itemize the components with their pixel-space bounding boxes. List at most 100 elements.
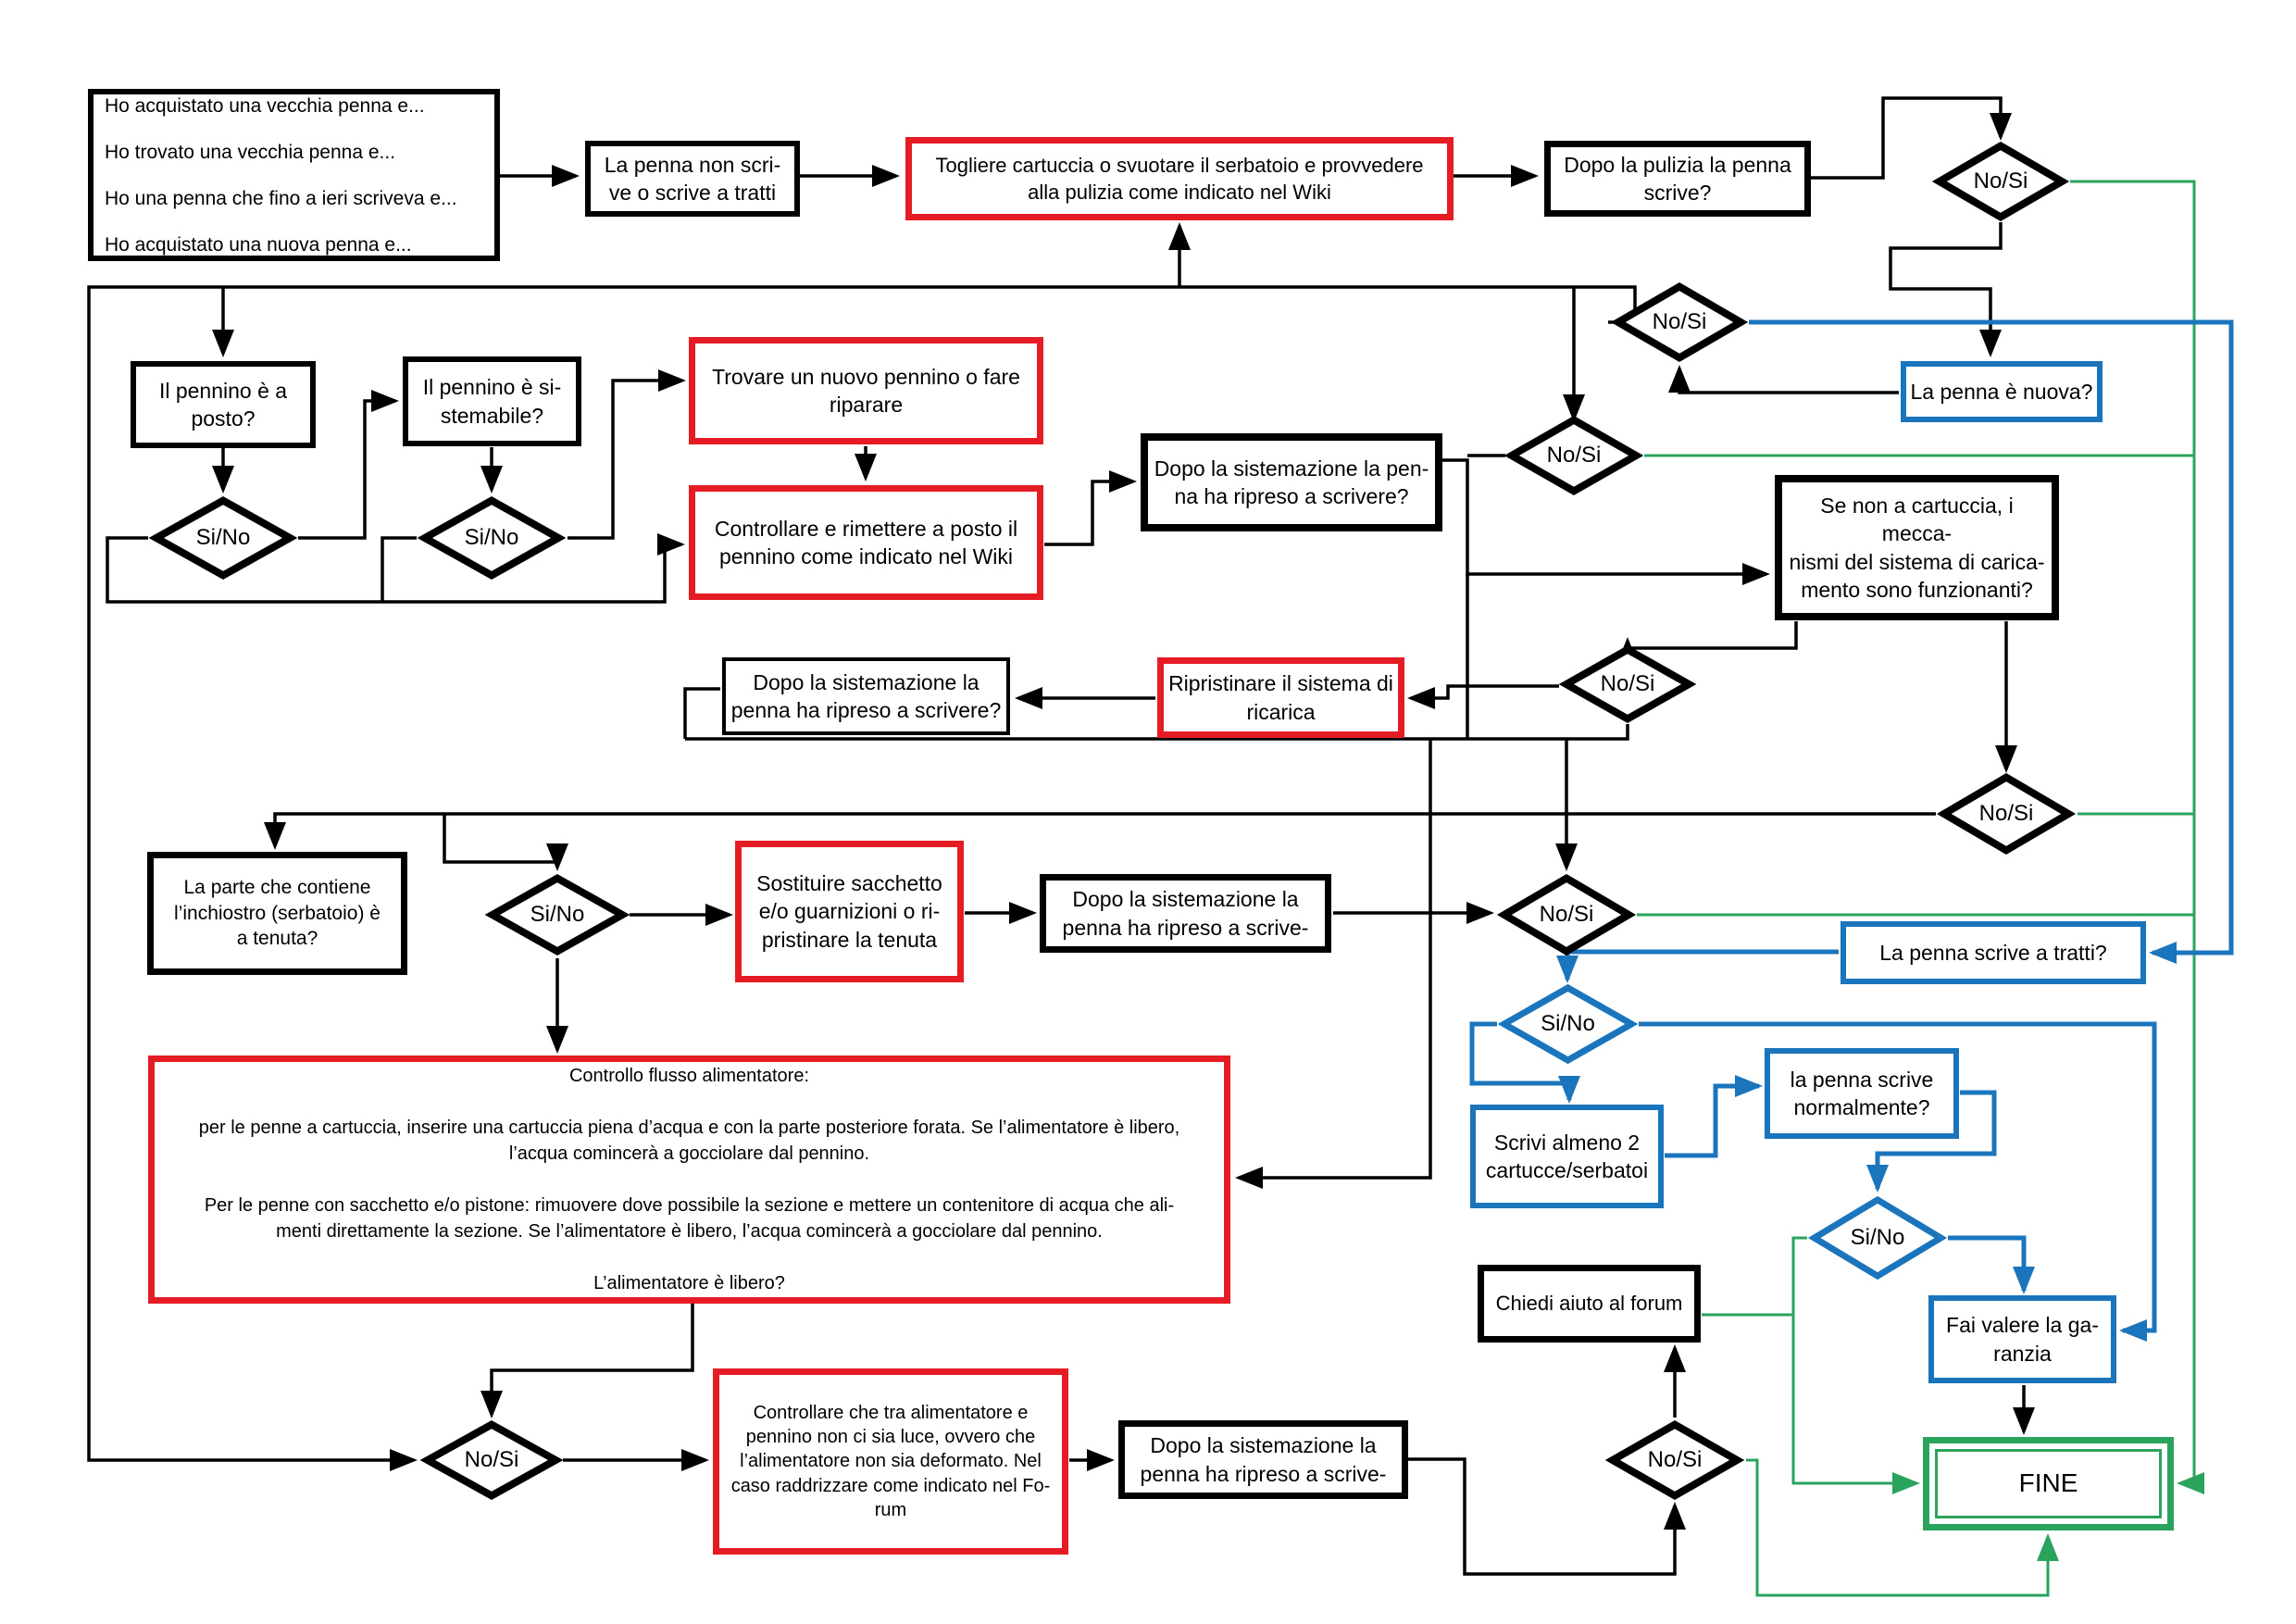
node-clean-pen: Togliere cartuccia o svuotare il serbato… <box>905 137 1454 220</box>
node-claim-warranty: Fai valere la ga- ranzia <box>1928 1295 2116 1383</box>
node-fine-end: FINE <box>1923 1437 2174 1530</box>
node-dec-intermittent: Si/No <box>1497 983 1639 1065</box>
node-label: Sostituire sacchetto e/o guarnizioni o r… <box>756 870 942 952</box>
node-dec-pen-new: No/Si <box>1610 281 1749 363</box>
node-after-restore-writes: Dopo la sistemazione la penna ha ripreso… <box>722 657 1010 735</box>
diamond-shape <box>419 1420 564 1500</box>
node-label: Si/No <box>1850 1225 1905 1251</box>
node-pen-is-new: La penna è nuova? <box>1901 361 2103 422</box>
edge-branch-to-decreservoir <box>443 814 568 871</box>
node-dec-after-cleaning: No/Si <box>1931 141 2070 222</box>
diamond-shape <box>1496 873 1637 956</box>
node-write-two-cartridges: Scrivi almeno 2 cartucce/serbatoi <box>1470 1105 1664 1208</box>
node-label: Ho acquistato una vecchia penna e... Ho … <box>105 94 457 256</box>
node-filling-mechanisms: Se non a cartuccia, i mecca- nismi del s… <box>1775 475 2059 620</box>
diamond-shape <box>1497 983 1639 1065</box>
node-reservoir-tight: La parte che contiene l’inchiostro (serb… <box>147 852 407 975</box>
node-after-feed-writes: Dopo la sistemazione la penna ha ripreso… <box>1118 1420 1408 1499</box>
edge-decfixable-to-newnib <box>568 369 686 540</box>
edge-decfixable-merge <box>381 536 417 602</box>
node-label: No/Si <box>464 1447 519 1473</box>
node-nib-fixable: Il pennino è si- stemabile? <box>403 356 581 446</box>
node-label: Trovare un nuovo pennino o fare riparare <box>712 364 1020 417</box>
diamond-shape <box>1504 415 1644 496</box>
node-check-feed-light: Controllare che tra alimentatore e penni… <box>713 1368 1068 1555</box>
node-dec-feed-free: No/Si <box>419 1419 564 1501</box>
node-label: No/Si <box>1978 801 2034 827</box>
node-fix-nib: Controllare e rimettere a posto il penni… <box>689 485 1043 600</box>
node-label: Fai valere la ga- ranzia <box>1946 1313 2099 1366</box>
node-label: FINE <box>2018 1468 2078 1498</box>
node-writes-normally: la penna scrive normalmente? <box>1765 1048 1959 1139</box>
node-label: Chiedi aiuto al forum <box>1495 1292 1683 1316</box>
node-label: No/Si <box>1652 309 1707 335</box>
node-after-cleaning-writes: Dopo la pulizia la penna scrive? <box>1544 141 1811 217</box>
node-label: Ripristinare il sistema di ricarica <box>1168 671 1393 724</box>
edge-afterrestore-down <box>683 687 720 739</box>
node-start-cases: Ho acquistato una vecchia penna e... Ho … <box>88 89 500 261</box>
edge-decrestore-to-restore <box>1407 684 1559 709</box>
node-label: La penna è nuova? <box>1910 379 2093 404</box>
edge-write2-to-normal <box>1665 1075 1763 1158</box>
node-dec-after-seal: No/Si <box>1496 873 1637 956</box>
node-label: Dopo la sistemazione la penna ha ripreso… <box>730 669 1002 722</box>
node-label: Si/No <box>530 902 585 928</box>
node-label: Il pennino è a posto? <box>158 378 288 431</box>
node-label: Controllare che tra alimentatore e penni… <box>730 1402 1051 1521</box>
node-feed-flow-check: Controllo flusso alimentatore: per le pe… <box>148 1056 1230 1304</box>
node-label: Si/No <box>464 525 519 551</box>
diamond-shape <box>1931 141 2070 222</box>
node-restore-filling-system: Ripristinare il sistema di ricarica <box>1157 657 1404 738</box>
node-label: La penna non scri- ve o scrive a tratti <box>604 152 781 205</box>
edge-pennew-to-decpennew <box>1668 365 1899 394</box>
node-dec-after-fix: No/Si <box>1504 415 1644 496</box>
diamond-shape <box>1610 281 1749 363</box>
node-label: No/Si <box>1546 443 1602 468</box>
node-label: Controllare e rimettere a posto il penni… <box>714 516 1018 568</box>
diamond-shape <box>417 496 567 580</box>
node-label: Dopo la sistemazione la pen- na ha ripre… <box>1154 456 1429 508</box>
node-dec-reservoir: Si/No <box>484 873 630 956</box>
node-label: Scrivi almeno 2 cartucce/serbatoi <box>1485 1130 1649 1182</box>
node-after-fix-writes: Dopo la sistemazione la pen- na ha ripre… <box>1141 433 1442 531</box>
edge-fix-to-afterfix <box>1044 470 1137 546</box>
node-label: No/Si <box>1600 671 1655 697</box>
node-find-new-nib: Trovare un nuovo pennino o fare riparare <box>689 337 1043 444</box>
node-label: No/Si <box>1539 902 1594 928</box>
node-label: No/Si <box>1647 1447 1703 1473</box>
edge-dec-to-pennew <box>1889 222 2003 357</box>
edge-feedcheck-to-decfeed <box>480 1304 694 1418</box>
node-label: Togliere cartuccia o svuotare il serbato… <box>935 153 1424 204</box>
diamond-shape <box>1936 772 2077 856</box>
node-ask-forum: Chiedi aiuto al forum <box>1478 1265 1701 1343</box>
node-label: Dopo la pulizia la penna scrive? <box>1564 152 1791 205</box>
node-dec-nib-ok: Si/No <box>148 495 298 581</box>
node-label: Si/No <box>1541 1011 1595 1037</box>
diamond-shape <box>1604 1419 1745 1501</box>
node-dec-mechanisms: No/Si <box>1936 772 2077 856</box>
edge-to-feedcheck-right <box>1235 739 1432 1189</box>
node-label: Dopo la sistemazione la penna ha ripreso… <box>1140 1433 1387 1486</box>
node-label: Controllo flusso alimentatore: per le pe… <box>198 1066 1180 1293</box>
node-label: Se non a cartuccia, i mecca- nismi del s… <box>1789 493 2045 602</box>
node-replace-sac: Sostituire sacchetto e/o guarnizioni o r… <box>735 841 964 982</box>
node-writes-intermittently: La penna scrive a tratti? <box>1841 921 2146 984</box>
node-nib-ok: Il pennino è a posto? <box>131 361 316 448</box>
diamond-shape <box>1558 645 1697 723</box>
node-dec-after-feed: No/Si <box>1604 1419 1745 1501</box>
node-dec-writes-normally: Si/No <box>1807 1195 1948 1280</box>
node-label: La penna scrive a tratti? <box>1879 940 2107 965</box>
node-label: Dopo la sistemazione la penna ha ripreso… <box>1062 887 1309 940</box>
edge-decnormal-to-warranty <box>1948 1235 2035 1294</box>
edge-decmech-to-reservoir <box>264 812 1936 850</box>
node-label: Il pennino è si- stemabile? <box>422 375 562 428</box>
node-label: la penna scrive normalmente? <box>1790 1067 1934 1119</box>
node-dec-restore: No/Si <box>1558 644 1697 724</box>
diamond-shape <box>1807 1195 1948 1280</box>
node-label: Si/No <box>195 525 251 551</box>
node-label: No/Si <box>1973 169 2028 194</box>
node-pen-not-writing: La penna non scri- ve o scrive a tratti <box>585 141 800 217</box>
node-label: La parte che contiene l’inchiostro (serb… <box>174 876 381 950</box>
node-after-seal-writes: Dopo la sistemazione la penna ha ripreso… <box>1040 874 1331 953</box>
